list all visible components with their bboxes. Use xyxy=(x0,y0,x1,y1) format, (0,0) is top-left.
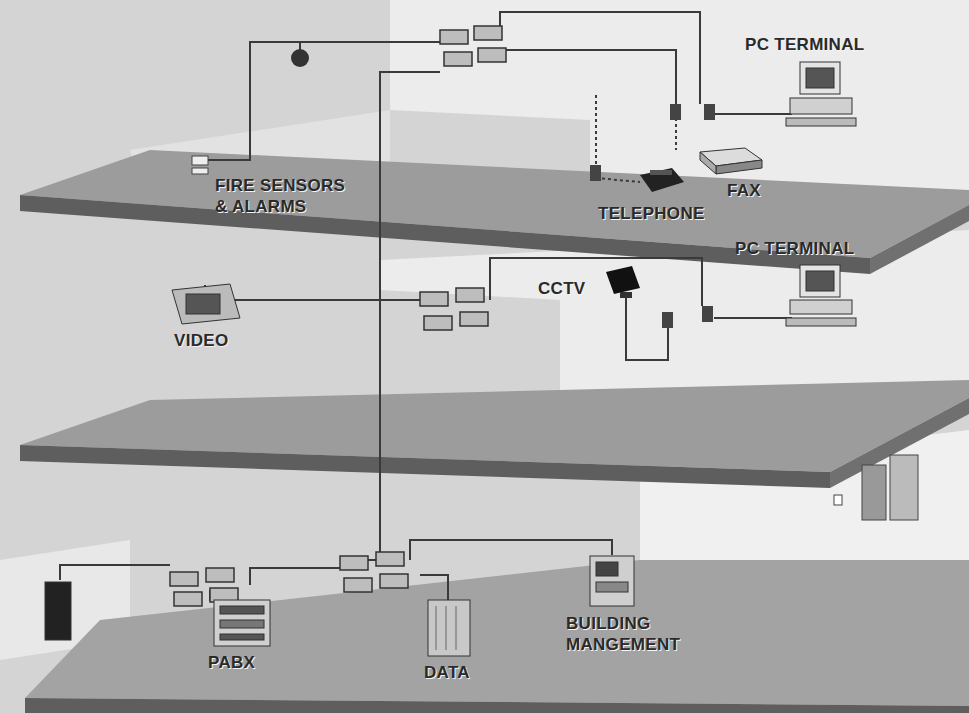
telephone-icon-part xyxy=(640,168,684,192)
floor-slabs-part xyxy=(25,560,969,706)
patch-panel-part xyxy=(474,26,502,40)
fire-devices xyxy=(192,49,309,174)
video-icon-part xyxy=(172,284,240,324)
patch-panel-part xyxy=(420,292,448,306)
telephone-icon xyxy=(640,168,684,192)
equipment-part xyxy=(45,582,71,640)
drop-cables xyxy=(596,95,676,182)
pc-terminal-icon-part xyxy=(790,300,852,314)
wiring-part xyxy=(250,568,340,585)
patch-panel xyxy=(170,26,506,606)
drop-cables-part xyxy=(596,178,640,182)
telephone-icon-part xyxy=(650,170,672,175)
equipment-part xyxy=(428,600,470,656)
wiring-part xyxy=(205,285,420,300)
device-label: FIRE SENSORS & ALARMS xyxy=(215,175,360,217)
device-label: BUILDING MANGEMENT xyxy=(566,613,691,655)
wall-sockets-part xyxy=(590,165,601,181)
building-icon-part xyxy=(834,495,842,505)
building-icon-part xyxy=(862,465,886,520)
patch-panel-part xyxy=(424,316,452,330)
device-label: VIDEO xyxy=(174,330,228,351)
device-label: DATA xyxy=(424,662,470,683)
pc-terminal-icon-part xyxy=(790,98,852,114)
wiring-part xyxy=(500,50,676,106)
equipment-part xyxy=(596,582,628,592)
device-label: FAX xyxy=(727,180,761,201)
patch-panel-part xyxy=(444,52,472,66)
pc-terminal-icon-part xyxy=(786,318,856,326)
pc-terminal-icon xyxy=(786,62,856,326)
wiring-part xyxy=(420,575,448,600)
patch-panel-part xyxy=(456,288,484,302)
wall-sockets-part xyxy=(670,104,681,120)
device-label: TELEPHONE xyxy=(598,203,705,224)
wiring-part xyxy=(490,258,702,306)
pc-terminal-icon-part xyxy=(800,265,840,297)
floor-slabs xyxy=(20,150,969,713)
patch-panel-part xyxy=(344,578,372,592)
drop-cables-part xyxy=(675,118,677,150)
fax-icon-part xyxy=(700,152,716,174)
patch-panel-part xyxy=(440,30,468,44)
equipment-part xyxy=(220,634,264,640)
pc-terminal-icon-part xyxy=(800,62,840,94)
floor-slabs-part xyxy=(25,698,969,713)
device-label: CCTV xyxy=(538,278,585,299)
fire-devices-part xyxy=(192,168,208,174)
patch-panel-part xyxy=(376,552,404,566)
floor-slabs-part xyxy=(20,445,830,488)
floor-slabs-part xyxy=(870,205,969,274)
fire-devices-part xyxy=(192,156,208,165)
equipment-part xyxy=(596,562,618,576)
device-label: PC TERMINAL xyxy=(745,34,864,55)
video-icon xyxy=(172,284,240,324)
cctv-camera-icon-part xyxy=(606,266,640,294)
wiring-part xyxy=(500,12,700,104)
wiring-part xyxy=(60,565,170,580)
device-label: PABX xyxy=(208,652,255,673)
wiring xyxy=(60,12,792,600)
cctv-camera-icon xyxy=(606,266,640,298)
wall-sockets-part xyxy=(704,104,715,120)
equipment xyxy=(45,556,634,656)
drop-cables-part xyxy=(595,95,597,168)
equipment-part xyxy=(214,600,270,646)
wiring-part xyxy=(626,292,668,360)
floor-slabs-part xyxy=(20,195,870,274)
fax-icon xyxy=(700,148,762,174)
wiring-part xyxy=(714,317,792,319)
pc-terminal-icon-part xyxy=(806,271,834,291)
patch-panel-part xyxy=(340,556,368,570)
patch-panel-part xyxy=(380,574,408,588)
cctv-camera-icon-part xyxy=(620,292,632,298)
wiring-part xyxy=(410,540,612,560)
wall-sockets-part xyxy=(662,312,673,328)
equipment-part xyxy=(220,606,264,614)
equipment-part xyxy=(436,606,456,650)
patch-panel-part xyxy=(206,568,234,582)
pc-terminal-icon-part xyxy=(786,118,856,126)
equipment-part xyxy=(220,620,264,628)
wall-sockets-part xyxy=(702,306,713,322)
wiring-part xyxy=(206,42,450,160)
patch-panel-part xyxy=(460,312,488,326)
wall-sockets xyxy=(590,104,715,328)
patch-panel-part xyxy=(478,48,506,62)
patch-panel-part xyxy=(174,592,202,606)
pc-terminal-icon-part xyxy=(806,68,834,88)
patch-panel-part xyxy=(170,572,198,586)
equipment-part xyxy=(590,556,634,606)
device-label: PC TERMINAL xyxy=(735,238,854,259)
building-icon xyxy=(834,455,918,520)
fax-icon-part xyxy=(716,160,762,174)
video-icon-part xyxy=(186,294,220,314)
building-icon-part xyxy=(890,455,918,520)
fire-devices-part xyxy=(291,49,309,67)
wiring-part xyxy=(712,113,792,115)
